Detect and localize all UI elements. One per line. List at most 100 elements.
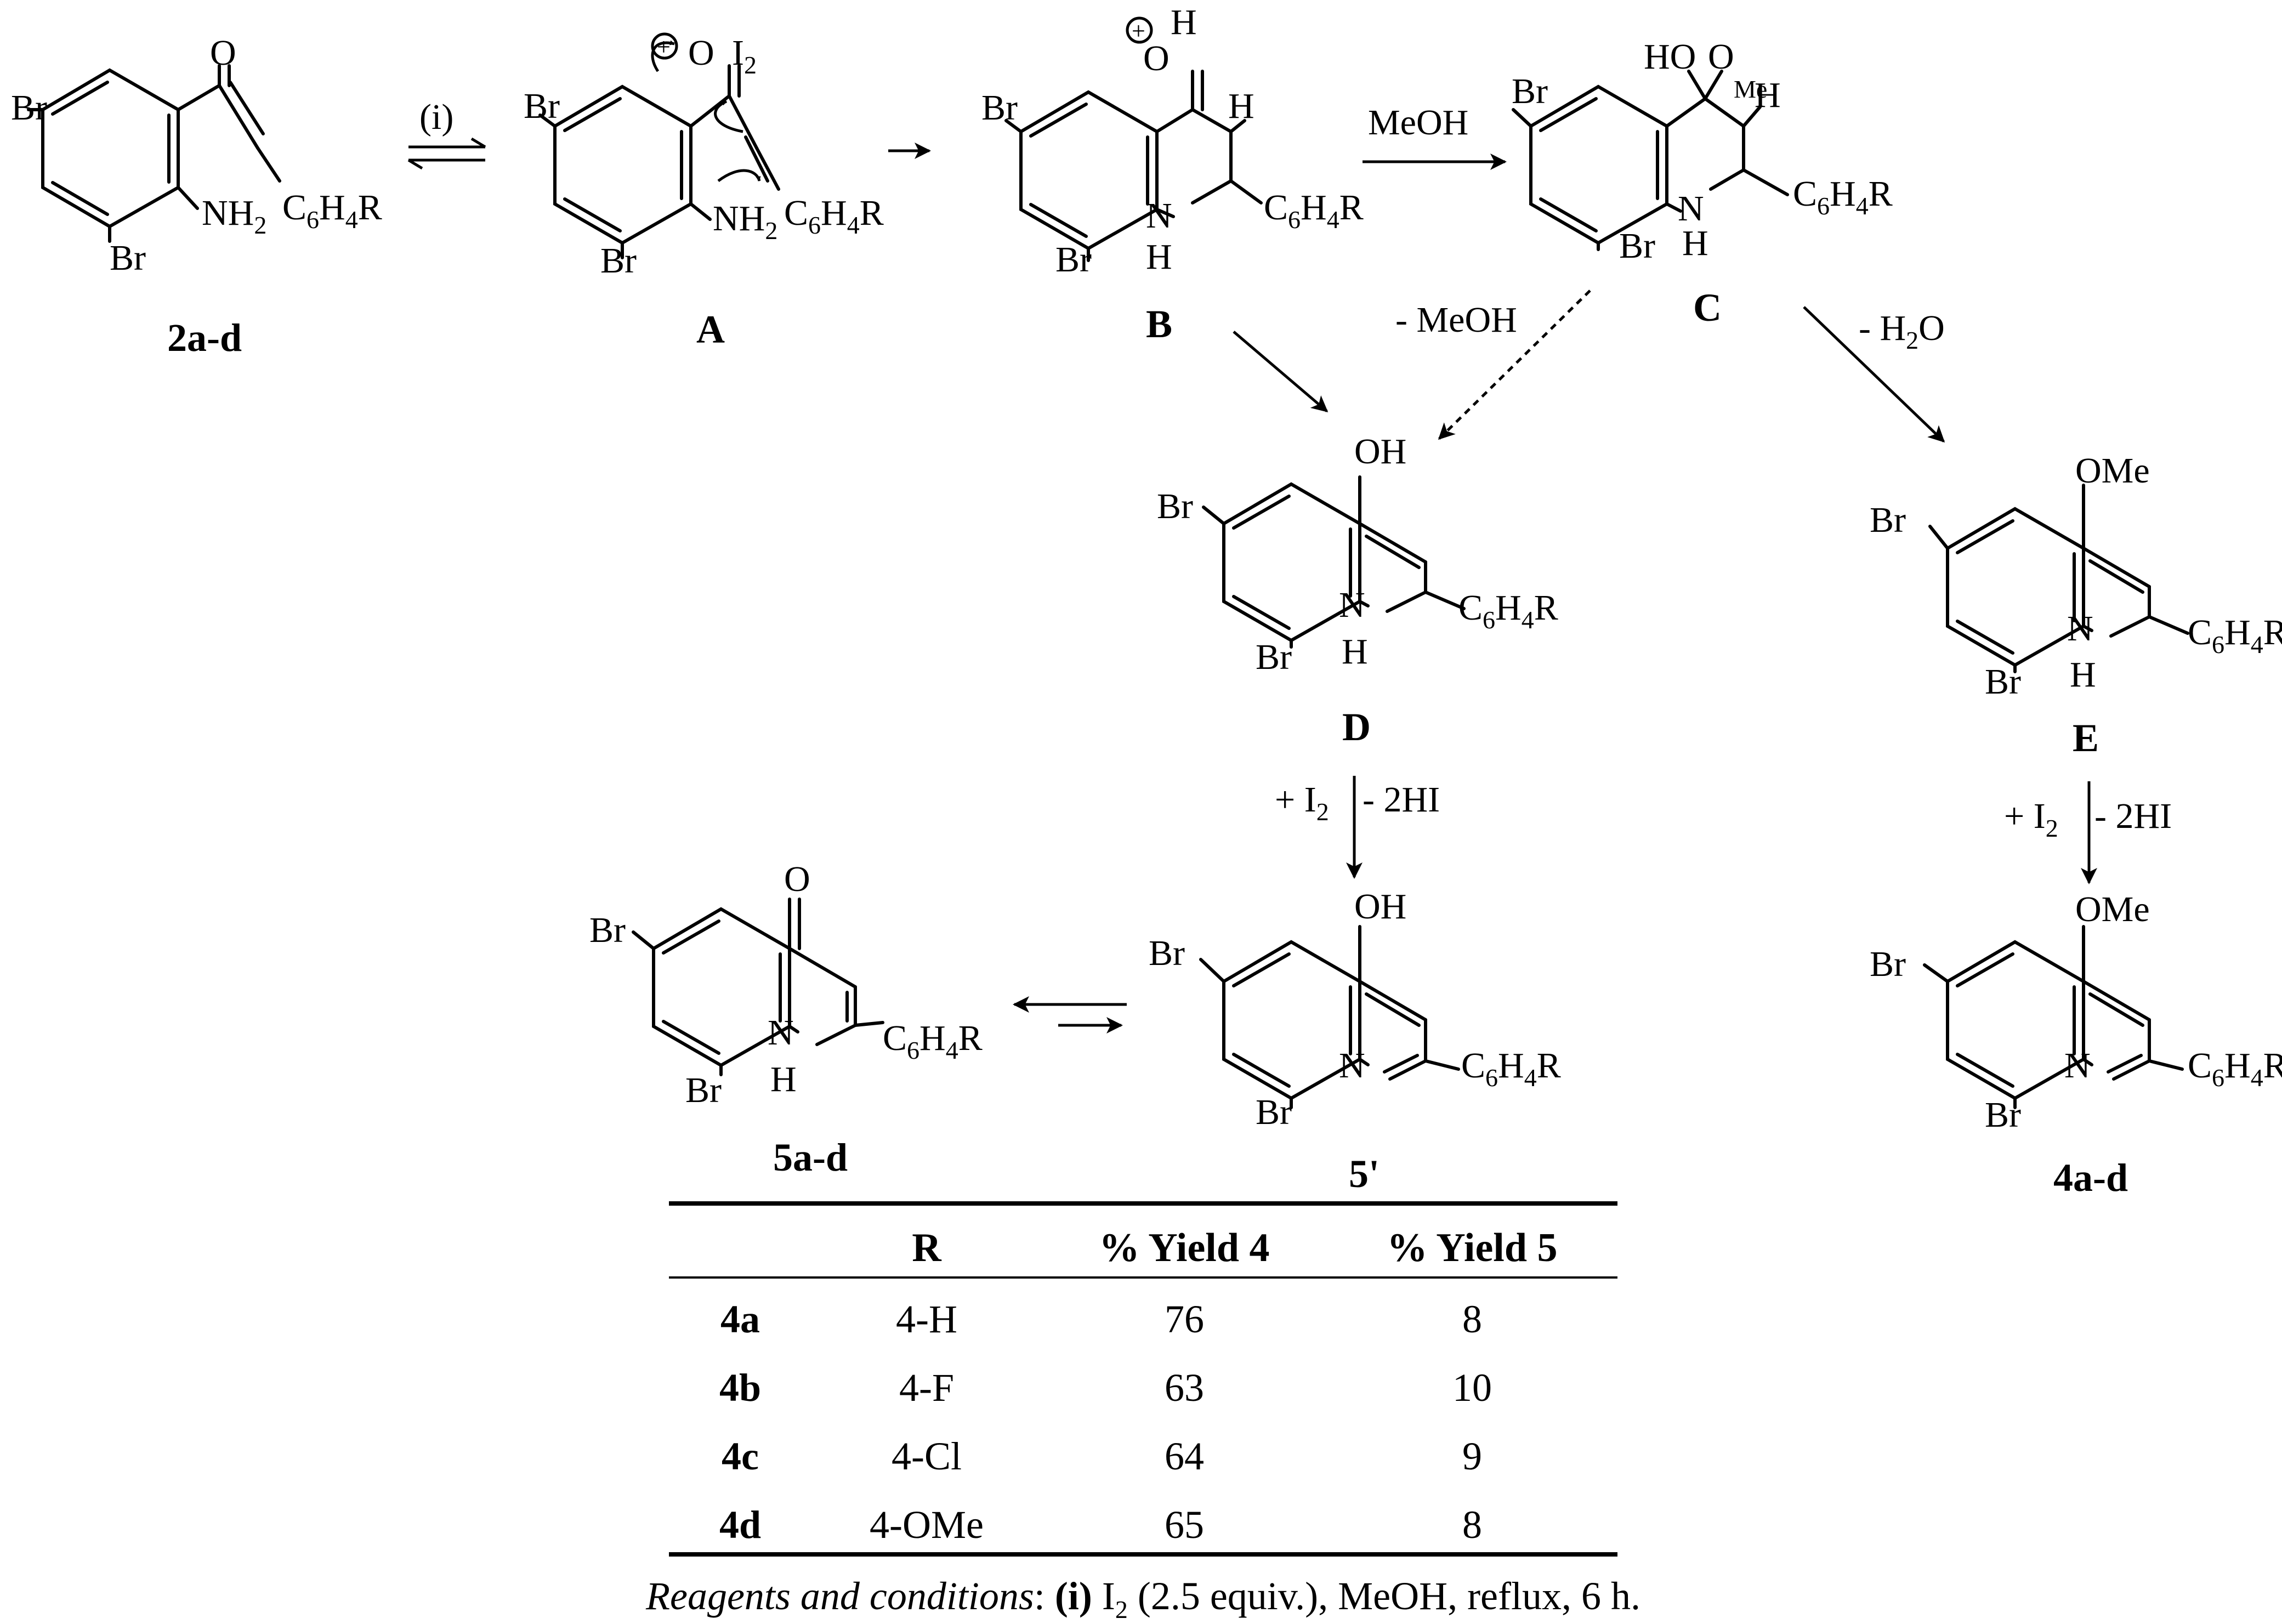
table-header-row: R % Yield 4 % Yield 5 [912, 1225, 1557, 1270]
aryl-label: C6H4R [1264, 188, 1364, 234]
aryl-label: C6H4R [784, 193, 884, 239]
table-cell: 4-F [899, 1366, 954, 1410]
reagent-label-minus-meoh: - MeOH [1395, 300, 1517, 340]
table-cell: 9 [1462, 1434, 1482, 1478]
table-cell: 4a [720, 1297, 760, 1341]
br-label: Br [981, 88, 1018, 128]
table-row: 4d 4-OMe 65 8 [719, 1503, 1482, 1547]
n-label: N [1678, 189, 1704, 229]
structure-2a-d: Br Br O NH2 C6H4R 2a-d [11, 33, 382, 360]
br-label: Br [1985, 662, 2021, 702]
arrow-c-to-e: - H2O [1803, 306, 1945, 443]
table-cell: 4-Cl [892, 1434, 962, 1478]
table-cell: 4d [719, 1503, 761, 1547]
h-label: H [1342, 632, 1368, 672]
table-row: 4c 4-Cl 64 9 [722, 1434, 1482, 1478]
oh-label: OH [1354, 431, 1406, 472]
reagents-footnote: Reagents and conditions: (i) I2 (2.5 equ… [645, 1574, 1640, 1623]
reagent-label-minus-2hi: - 2HI [1363, 780, 1440, 820]
structure-A: Br Br O I2 + NH2 C6H4R A [524, 32, 884, 351]
table-cell: 4-H [896, 1297, 957, 1341]
compound-label-C: C [1693, 286, 1722, 330]
br-label: Br [1619, 226, 1655, 266]
aryl-label: C6H4R [883, 1018, 983, 1064]
reagent-label-i: (i) [419, 97, 453, 137]
n-label: N [1146, 196, 1172, 236]
column-header-r: R [912, 1225, 942, 1270]
br-label: Br [589, 910, 626, 950]
h-label: H [1228, 86, 1254, 126]
structure-B: Br Br O H + H N H C6H4R B [981, 2, 1364, 346]
br-label: Br [1157, 486, 1193, 526]
reagent-label-minus-h2o: - H2O [1859, 308, 1945, 354]
nh2-label: NH2 [713, 198, 777, 245]
compound-label-D: D [1342, 705, 1371, 749]
equilibrium-arrow-i: (i) [407, 97, 486, 170]
oxygen-label: O [210, 33, 236, 73]
table-cell: 4-OMe [870, 1503, 984, 1547]
n-label: N [1339, 1046, 1365, 1086]
reagent-label-meoh: MeOH [1368, 103, 1468, 143]
ho-label: HO [1644, 37, 1696, 77]
br-label: Br [1985, 1095, 2021, 1135]
structure-E: OMe Br Br N H C6H4R E [1870, 451, 2282, 760]
n-label: N [1339, 585, 1365, 625]
structure-5prime: OH Br Br N C6H4R 5' [1149, 887, 1561, 1196]
aryl-label: C6H4R [2188, 1046, 2282, 1092]
charge-plus-icon: + [1132, 18, 1145, 44]
br-label: Br [524, 86, 560, 126]
br-label: Br [1512, 71, 1548, 111]
oh-label: OH [1354, 887, 1406, 927]
h-label: H [2070, 655, 2096, 695]
oxygen-label: O [1143, 38, 1170, 78]
br-label: Br [1055, 240, 1092, 280]
oxygen-label: O [784, 859, 810, 899]
aryl-label: C6H4R [1458, 588, 1558, 634]
reagent-label-plus-i2: + I2 [2004, 796, 2058, 842]
br-label: Br [1870, 500, 1906, 540]
column-header-yield-4: % Yield 4 [1099, 1225, 1269, 1270]
compound-label-E: E [2073, 716, 2099, 760]
table-cell: 8 [1462, 1297, 1482, 1341]
charge-plus-icon: + [657, 33, 671, 60]
h-label: H [770, 1059, 797, 1099]
table-cell: 4c [722, 1434, 759, 1478]
methyl-label: Me [1734, 75, 1767, 103]
arrow-e-to-4: + I2 - 2HI [2004, 781, 2172, 884]
br-label: Br [685, 1070, 722, 1110]
structure-C: Br Br HO O Me H N H C6H4R C [1512, 37, 1893, 330]
n-label: N [2064, 1046, 2091, 1086]
oxygen-label: O [688, 33, 714, 73]
table-cell: 65 [1165, 1503, 1204, 1547]
n-label: N [2067, 609, 2093, 649]
br-label: Br [1256, 1092, 1292, 1132]
compound-label-A: A [696, 308, 725, 351]
aryl-label: C6H4R [2188, 612, 2282, 658]
br-label: Br [1149, 933, 1185, 973]
nh2-label: NH2 [202, 193, 266, 239]
aryl-label: C6H4R [1793, 174, 1893, 220]
arrow-b-to-d [1233, 331, 1329, 412]
h-label: H [1146, 237, 1172, 277]
table-cell: 64 [1165, 1434, 1204, 1478]
aryl-label: C6H4R [282, 188, 382, 234]
compound-label-B: B [1146, 302, 1172, 346]
column-header-yield-5: % Yield 5 [1387, 1225, 1557, 1270]
compound-label-5prime: 5' [1349, 1152, 1380, 1196]
table-cell: 10 [1452, 1366, 1492, 1410]
reagent-label-minus-2hi: - 2HI [2094, 796, 2172, 836]
yield-table: R % Yield 4 % Yield 5 4a 4-H 76 8 4b 4-F… [669, 1201, 1617, 1557]
compound-label-5a-d: 5a-d [773, 1135, 848, 1179]
h-label: H [1682, 223, 1708, 263]
aryl-label: C6H4R [1461, 1046, 1561, 1092]
structure-D: OH Br Br N H C6H4R D [1157, 431, 1558, 749]
compound-label-2a-d: 2a-d [167, 316, 242, 360]
ome-label: OMe [2075, 889, 2150, 929]
arrow-b-to-c: MeOH [1363, 103, 1507, 170]
arrow-d-to-5prime: + I2 - 2HI [1275, 776, 1440, 879]
table-cell: 4b [719, 1366, 761, 1410]
br-label: Br [110, 238, 146, 278]
structure-5a-d: O Br Br N H C6H4R 5a-d [589, 859, 983, 1179]
reagent-label-plus-i2: + I2 [1275, 780, 1329, 826]
br-label: Br [600, 241, 637, 281]
